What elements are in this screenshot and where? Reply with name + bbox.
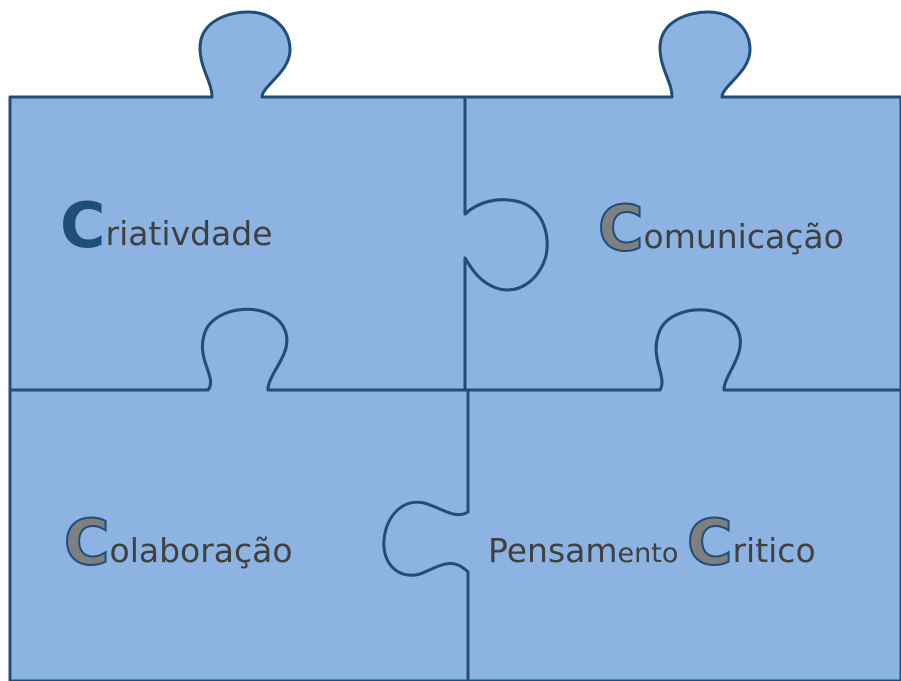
label-rest: olaboração xyxy=(109,531,293,570)
label-rest: omunicação xyxy=(643,217,844,256)
initial-c: C xyxy=(63,506,110,579)
label-criatividade: Criativdade xyxy=(60,195,273,257)
label-rest: ritico xyxy=(732,531,816,570)
label-prefix: Pensam xyxy=(488,531,618,570)
label-colaboracao: Colaboração xyxy=(63,511,293,575)
initial-c: C xyxy=(60,189,106,262)
label-prefix-small: ento xyxy=(617,538,687,569)
label-rest: riativdade xyxy=(105,214,273,253)
label-comunicacao: Comunicação xyxy=(597,197,844,261)
puzzle-piece-comunicacao xyxy=(463,10,901,392)
initial-c: C xyxy=(597,192,644,265)
initial-c: C xyxy=(686,506,733,579)
label-pensamento-critico: Pensamento Critico xyxy=(488,511,816,575)
